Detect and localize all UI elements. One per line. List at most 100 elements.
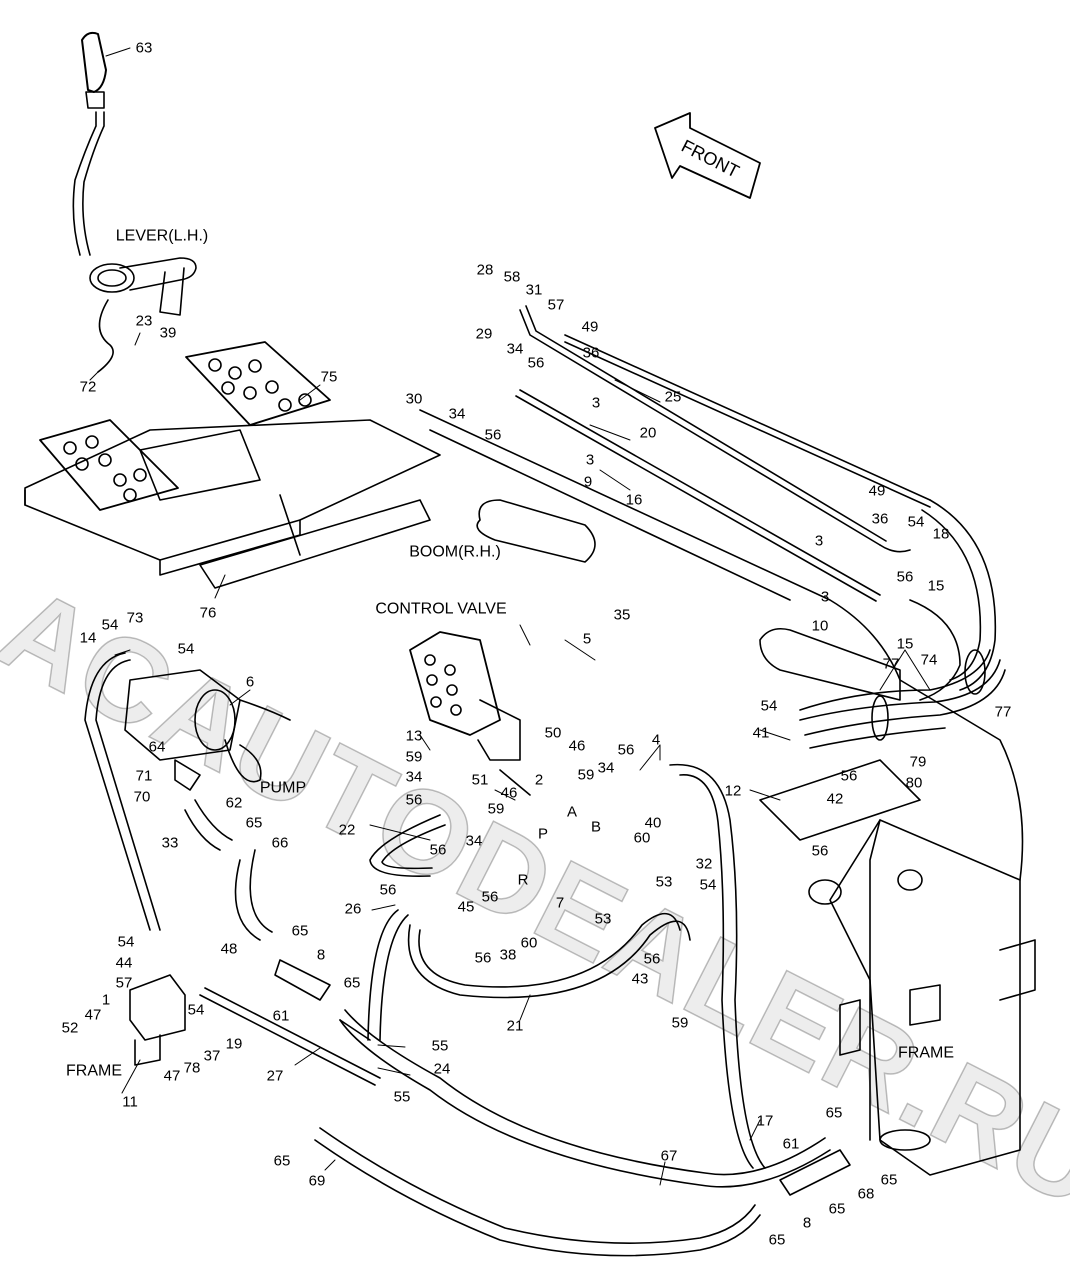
callout-59b: 59 bbox=[577, 766, 595, 784]
port-r: R bbox=[517, 871, 529, 889]
callout-65c: 65 bbox=[343, 974, 361, 992]
callout-6: 6 bbox=[245, 673, 255, 691]
callout-37: 37 bbox=[203, 1047, 221, 1065]
boom-outline bbox=[419, 409, 1024, 881]
callout-61b: 61 bbox=[782, 1135, 800, 1153]
callout-80: 80 bbox=[905, 774, 923, 792]
callout-56i: 56 bbox=[481, 888, 499, 906]
callout-54c: 54 bbox=[699, 876, 717, 894]
port-a: A bbox=[566, 803, 578, 821]
callout-52: 52 bbox=[61, 1019, 79, 1037]
callout-74: 74 bbox=[920, 651, 938, 669]
label-frame-left: FRAME bbox=[66, 1062, 122, 1080]
callout-26: 26 bbox=[344, 900, 362, 918]
label-lever: LEVER(L.H.) bbox=[115, 227, 209, 245]
hose-bundle bbox=[799, 649, 1006, 749]
callout-56e: 56 bbox=[811, 842, 829, 860]
callout-17: 17 bbox=[756, 1112, 774, 1130]
callout-36: 36 bbox=[582, 344, 600, 362]
callout-54e: 54 bbox=[177, 640, 195, 658]
callout-58: 58 bbox=[503, 268, 521, 286]
pump bbox=[124, 669, 291, 791]
callout-64: 64 bbox=[148, 738, 166, 756]
port-b: B bbox=[590, 818, 602, 836]
frame-right bbox=[759, 759, 1036, 1176]
callout-65f: 65 bbox=[880, 1171, 898, 1189]
callout-78: 78 bbox=[183, 1059, 201, 1077]
callout-56d: 56 bbox=[840, 767, 858, 785]
callout-2: 2 bbox=[534, 771, 544, 789]
callout-18: 18 bbox=[932, 525, 950, 543]
callout-65g: 65 bbox=[828, 1200, 846, 1218]
callout-76: 76 bbox=[199, 604, 217, 622]
callout-46: 46 bbox=[500, 784, 518, 802]
callout-54d: 54 bbox=[101, 616, 119, 634]
callout-34b: 34 bbox=[448, 405, 466, 423]
callout-19: 19 bbox=[225, 1035, 243, 1053]
callout-63: 63 bbox=[135, 39, 153, 57]
callout-54g: 54 bbox=[187, 1001, 205, 1019]
callout-56b: 56 bbox=[484, 426, 502, 444]
callout-49b: 49 bbox=[868, 482, 886, 500]
callout-49: 49 bbox=[581, 318, 599, 336]
callout-21: 21 bbox=[506, 1017, 524, 1035]
callout-54: 54 bbox=[907, 513, 925, 531]
callout-23: 23 bbox=[135, 312, 153, 330]
callout-34c: 34 bbox=[405, 768, 423, 786]
label-pump: PUMP bbox=[259, 779, 307, 797]
joystick-lever bbox=[72, 31, 197, 373]
callout-56h: 56 bbox=[429, 841, 447, 859]
callout-15: 15 bbox=[927, 577, 945, 595]
callout-56f: 56 bbox=[405, 791, 423, 809]
callout-29: 29 bbox=[475, 325, 493, 343]
callout-25: 25 bbox=[664, 388, 682, 406]
callout-9: 9 bbox=[583, 473, 593, 491]
callout-13: 13 bbox=[405, 727, 423, 745]
callout-67: 67 bbox=[660, 1147, 678, 1165]
hose-14 bbox=[84, 652, 161, 931]
pedal-assembly bbox=[24, 341, 441, 589]
callout-56k: 56 bbox=[474, 949, 492, 967]
pipe-8 bbox=[274, 959, 851, 1196]
label-frame-right: FRAME bbox=[898, 1044, 954, 1062]
callout-33: 33 bbox=[161, 834, 179, 852]
callout-75: 75 bbox=[320, 368, 338, 386]
callout-47b: 47 bbox=[163, 1067, 181, 1085]
callout-56j: 56 bbox=[379, 881, 397, 899]
callout-77: 77 bbox=[882, 655, 900, 673]
callout-34: 34 bbox=[506, 340, 524, 358]
callout-12: 12 bbox=[724, 782, 742, 800]
callout-4: 4 bbox=[651, 731, 661, 749]
front-arrow-label: FRONT bbox=[678, 136, 742, 182]
callout-61: 61 bbox=[272, 1007, 290, 1025]
callout-39: 39 bbox=[159, 324, 177, 342]
callout-53b: 53 bbox=[594, 910, 612, 928]
callout-11: 11 bbox=[122, 1093, 138, 1111]
callout-65d: 65 bbox=[273, 1152, 291, 1170]
callout-40: 40 bbox=[644, 814, 662, 832]
callout-70: 70 bbox=[133, 788, 151, 806]
callout-65b: 65 bbox=[291, 922, 309, 940]
callout-5: 5 bbox=[582, 630, 592, 648]
callout-10: 10 bbox=[811, 617, 829, 635]
callout-31: 31 bbox=[525, 281, 543, 299]
callout-28: 28 bbox=[476, 261, 494, 279]
callout-55b: 55 bbox=[393, 1088, 411, 1106]
callout-14: 14 bbox=[79, 629, 97, 647]
callout-8: 8 bbox=[316, 946, 326, 964]
callout-22: 22 bbox=[338, 821, 356, 839]
callout-72: 72 bbox=[79, 378, 97, 396]
callout-56g: 56 bbox=[617, 741, 635, 759]
callout-42: 42 bbox=[826, 790, 844, 808]
callout-24: 24 bbox=[433, 1060, 451, 1078]
callout-34e: 34 bbox=[465, 832, 483, 850]
callout-41: 41 bbox=[752, 724, 770, 742]
callout-38: 38 bbox=[499, 946, 517, 964]
callout-65e: 65 bbox=[825, 1104, 843, 1122]
callout-20: 20 bbox=[639, 424, 657, 442]
callout-68: 68 bbox=[857, 1185, 875, 1203]
front-arrow: FRONT bbox=[654, 112, 761, 199]
callout-59: 59 bbox=[405, 748, 423, 766]
callout-71: 71 bbox=[135, 767, 153, 785]
